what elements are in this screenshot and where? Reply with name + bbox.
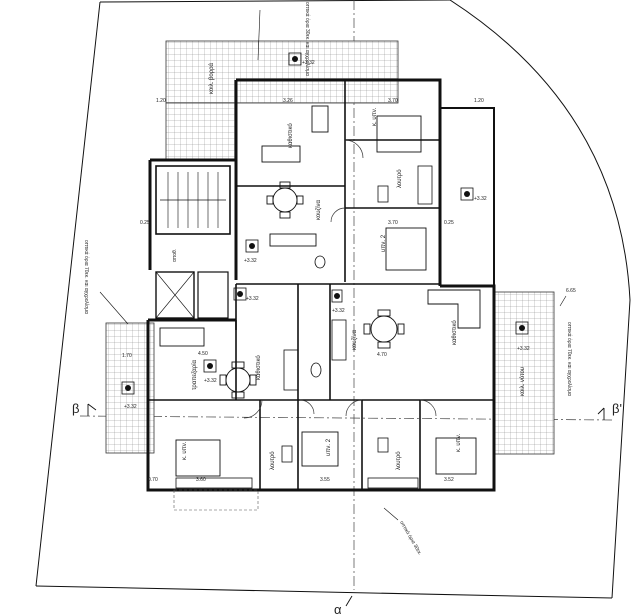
level-marker: +3.32: [460, 187, 487, 202]
level-marker: +3.32: [244, 239, 259, 264]
svg-text:1.20: 1.20: [156, 98, 166, 104]
terrace-north: [165, 40, 399, 104]
svg-text:+3.32: +3.32: [124, 404, 137, 410]
section-arrow-right: β': [597, 401, 622, 420]
svg-text:α: α: [334, 602, 342, 616]
level-marker: +3.32: [121, 381, 137, 410]
door-swings: [243, 139, 437, 419]
svg-text:1.70: 1.70: [122, 353, 132, 359]
svg-text:4.70: 4.70: [377, 352, 387, 358]
svg-text:3.26: 3.26: [283, 98, 293, 104]
building-walls: [146, 78, 496, 492]
dining-table-west: [219, 361, 257, 399]
svg-text:β: β: [72, 401, 79, 416]
stair-core: [155, 165, 231, 319]
terraces: [105, 40, 555, 455]
level-marker: +3.32: [233, 287, 259, 302]
room-label-k-ypn: κ. υπν.: [372, 107, 378, 126]
svg-text:β': β': [612, 401, 622, 416]
svg-text:1.20: 1.20: [474, 98, 484, 104]
room-label-kathistiko-3: καθιστικό: [255, 355, 262, 380]
level-marker: +3.32: [288, 52, 315, 66]
svg-text:+3.32: +3.32: [246, 296, 259, 302]
room-label-loutro-3: λουτρό: [395, 451, 402, 470]
svg-text:6.65: 6.65: [566, 288, 576, 294]
room-label-trapezaria: τραπεζαρία: [192, 359, 198, 390]
dimension-labels: 3.26 3.70 3.70 4.50 4.70 1.70 3.60 3.55 …: [122, 98, 576, 483]
level-marker: +3.32: [515, 321, 530, 352]
svg-text:0.70: 0.70: [148, 477, 158, 483]
svg-text:3.60: 3.60: [196, 477, 206, 483]
furniture-misc: [159, 105, 481, 477]
svg-text:0.25: 0.25: [140, 220, 150, 226]
room-label-kouzina-2: κουζίνα: [352, 329, 358, 350]
svg-text:οπτικά όρια 70εκ. και αγχρολίσ: οπτικά όρια 70εκ. και αγχρολίσμα: [83, 240, 90, 314]
svg-text:+3.32: +3.32: [332, 308, 345, 314]
terrace-east: [493, 291, 555, 455]
room-label-k-notou: κοιλ. νότου: [519, 367, 526, 396]
bathroom-fixtures: [175, 165, 433, 489]
svg-text:οπτικά όρια 70εκ. και αγχρολίσ: οπτικά όρια 70εκ. και αγχρολίσμα: [566, 322, 573, 396]
terrace-north-lower: [165, 102, 237, 160]
section-arrow-left: β: [72, 401, 97, 416]
level-marker: +3.32: [203, 359, 217, 384]
room-labels: κοιλ. βορρά καθιστικό κουζίνα κ. υπν. λο…: [172, 62, 526, 470]
svg-text:+3.32: +3.32: [204, 378, 217, 384]
svg-text:+3.32: +3.32: [244, 258, 257, 264]
room-label-k-ypn-2: κ. υπν.: [182, 441, 188, 460]
svg-text:4.50: 4.50: [198, 351, 208, 357]
room-label-ypn-2b: υπν. 2: [326, 438, 332, 456]
level-marker: +3.32: [331, 289, 345, 314]
room-label-loutro-4: κ. υπν.: [456, 433, 462, 452]
svg-text:3.52: 3.52: [444, 477, 454, 483]
internal-walls: [148, 80, 494, 490]
room-label-loutro: λουτρό: [396, 169, 403, 188]
plot-boundary: [35, 0, 631, 599]
room-label-loutro-2: λουτρό: [269, 451, 276, 470]
room-label-ypn-2: υπν. 2: [381, 234, 387, 252]
room-label-kouzina: κουζίνα: [316, 199, 322, 220]
svg-text:3.55: 3.55: [320, 477, 330, 483]
svg-text:3.70: 3.70: [388, 98, 398, 104]
svg-text:+3.32: +3.32: [302, 60, 315, 66]
svg-text:+3.32: +3.32: [474, 196, 487, 202]
section-arrow-bottom: α: [334, 595, 353, 616]
room-label-k-vorra: κοιλ. βορρά: [208, 62, 215, 94]
room-label-kathistiko: καθιστικό: [287, 123, 294, 148]
room-label-apoth: αποθ.: [172, 249, 178, 262]
svg-text:0.25: 0.25: [444, 220, 454, 226]
level-markers: +3.32 +3.32 +3.32 +3.32 +3.32 +3.32 +3.3…: [121, 52, 530, 410]
svg-text:3.70: 3.70: [388, 220, 398, 226]
room-label-kathistiko-2: καθιστικό: [451, 320, 458, 345]
south-dashed-outline: [173, 489, 259, 511]
svg-text:οπτικά όρια 30εκ. και αγχρολίσ: οπτικά όρια 30εκ. και αγχρολίσμα: [304, 2, 311, 76]
dining-table-center: [363, 309, 405, 349]
svg-text:+3.32: +3.32: [517, 346, 530, 352]
svg-text:οπτικά όρια 30εκ.: οπτικά όρια 30εκ.: [398, 520, 423, 557]
dining-table-north: [266, 181, 304, 219]
